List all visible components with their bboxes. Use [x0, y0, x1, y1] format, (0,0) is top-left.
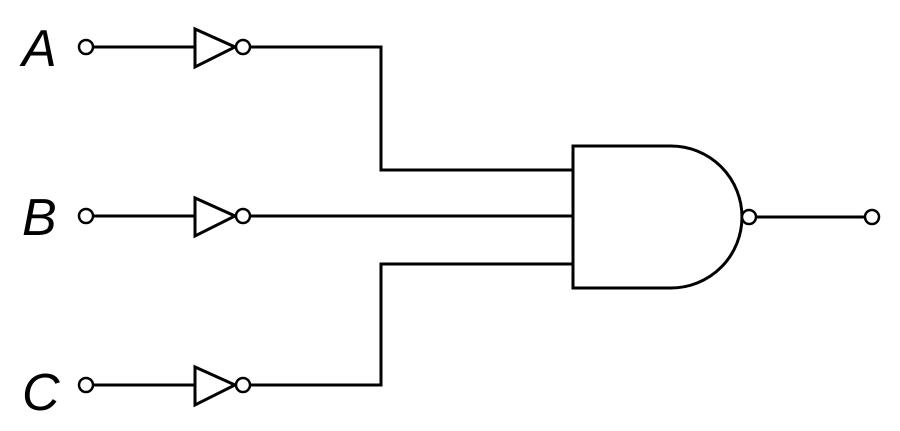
input-terminal-a[interactable] [77, 38, 95, 56]
wire-a-to-nand [250, 45, 573, 172]
not-gate-a-bubble [234, 38, 252, 56]
input-label-a: A [19, 20, 57, 78]
not-gate-b-bubble [234, 207, 252, 225]
input-terminal-b[interactable] [77, 207, 95, 225]
not-gate-a [193, 26, 239, 70]
not-gate-c-bubble [234, 376, 252, 394]
input-terminal-c[interactable] [77, 376, 95, 394]
not-gate-b [193, 195, 239, 239]
not-gate-c [193, 364, 239, 408]
input-label-c: C [22, 364, 60, 422]
wire-c-to-nand [250, 262, 573, 387]
output-terminal[interactable] [863, 208, 881, 226]
nand-gate [571, 144, 744, 290]
nand-gate-bubble [740, 208, 758, 226]
input-label-b: B [22, 189, 57, 247]
